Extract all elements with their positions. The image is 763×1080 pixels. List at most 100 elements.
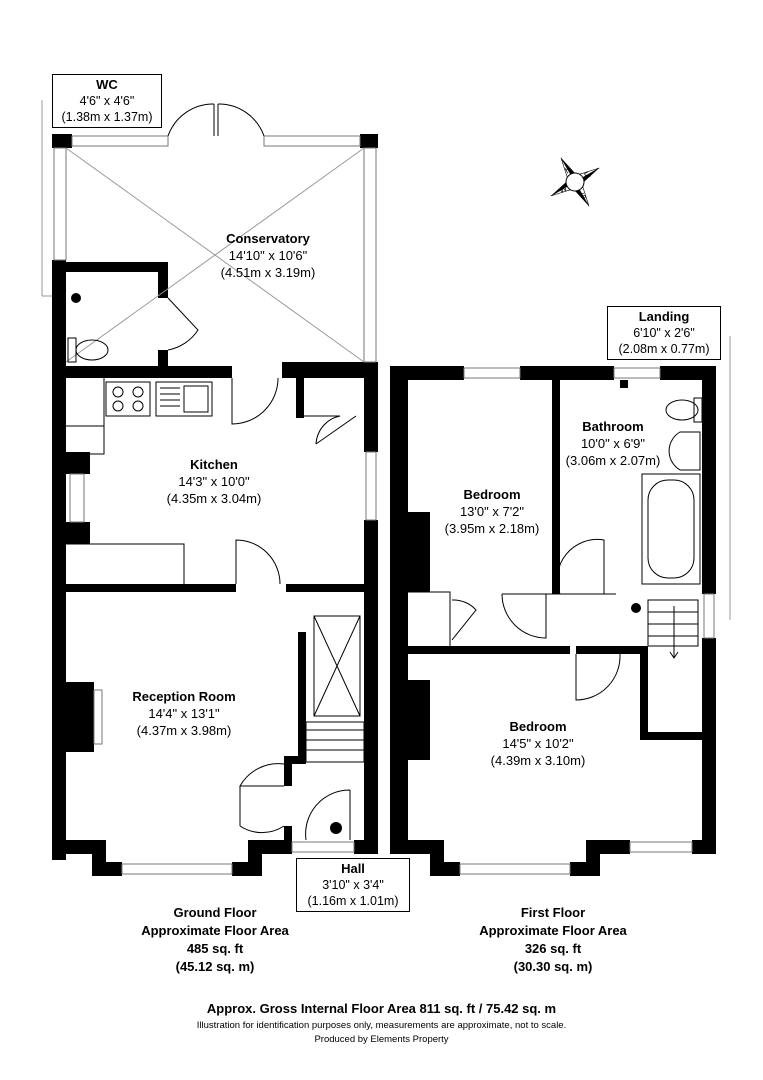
- room-size-metric: (2.08m x 0.77m): [618, 342, 710, 356]
- wall-left: [52, 260, 66, 860]
- room-name: Reception Room: [132, 689, 236, 704]
- floor-subtitle: Approximate Floor Area: [141, 923, 289, 938]
- wall-right: [364, 520, 378, 850]
- kitchen-counter: [66, 425, 105, 455]
- compass-east: E: [583, 170, 592, 180]
- window: [629, 841, 693, 853]
- window: [365, 451, 377, 521]
- ground-floor-glazing: [53, 135, 377, 875]
- room-name: Bedroom: [463, 487, 521, 502]
- wall-segment: [576, 646, 648, 654]
- door-swing: [231, 377, 279, 425]
- wall-segment: [298, 632, 306, 762]
- wall-left: [390, 366, 408, 852]
- wall-segment: [158, 350, 168, 378]
- wall-segment: [92, 862, 122, 876]
- room-size-imperial: 14'4" x 13'1": [148, 706, 220, 721]
- window: [613, 367, 661, 379]
- room-label-hall: Hall 3'10" x 3'4" (1.16m x 1.01m): [296, 858, 410, 912]
- room-size-metric: (4.37m x 3.98m): [136, 723, 232, 738]
- wall-segment: [282, 362, 378, 378]
- wall-segment: [52, 134, 72, 148]
- door-swing: [235, 539, 281, 585]
- wall-right: [364, 362, 378, 452]
- compass-north: N: [563, 165, 573, 176]
- floor-title: Ground Floor: [173, 905, 257, 920]
- ground-floor-area: Ground Floor Approximate Floor Area 485 …: [115, 904, 315, 976]
- fireplace: [69, 473, 85, 523]
- room-size-metric: (4.39m x 3.10m): [490, 753, 586, 768]
- room-label-landing: Landing 6'10" x 2'6" (2.08m x 0.77m): [607, 306, 721, 360]
- window: [291, 841, 355, 853]
- landing-light-icon: [631, 603, 641, 613]
- chimney-breast: [406, 512, 430, 592]
- chimney-breast: [66, 682, 94, 752]
- room-size-metric: (4.51m x 3.19m): [220, 265, 316, 280]
- room-name: WC: [96, 77, 118, 92]
- compass-rose-icon: N E S W: [550, 157, 600, 207]
- wall-segment: [66, 366, 226, 378]
- wall-segment: [284, 756, 292, 786]
- window: [459, 863, 571, 875]
- room-name: Kitchen: [190, 457, 238, 472]
- wall-segment: [296, 378, 304, 418]
- cupboard: [408, 591, 451, 646]
- wall-segment: [390, 366, 464, 380]
- window: [463, 367, 521, 379]
- chimney-breast: [66, 522, 90, 544]
- wall-right: [702, 638, 716, 852]
- door-swing: [575, 653, 621, 701]
- bath-icon: [641, 473, 701, 585]
- stairs: [647, 599, 699, 647]
- wall-segment: [284, 756, 306, 764]
- basin-icon: [668, 431, 701, 471]
- floor-subtitle: Approximate Floor Area: [479, 923, 627, 938]
- understairs-cupboard: [313, 615, 361, 717]
- room-label-kitchen: Kitchen 14'3" x 10'0" (4.35m x 3.04m): [114, 456, 314, 507]
- door-swing: [217, 103, 265, 137]
- first-floor-plan: [390, 366, 716, 876]
- room-size-imperial: 6'10" x 2'6": [633, 326, 695, 340]
- hob-icon: [105, 381, 151, 417]
- wall-segment: [430, 862, 460, 876]
- door-swing: [304, 415, 341, 445]
- compass-south: S: [579, 191, 588, 201]
- door-swing: [501, 593, 560, 639]
- disclaimer-text: Illustration for identification purposes…: [196, 1020, 567, 1031]
- wall-segment: [248, 840, 292, 854]
- room-name: Conservatory: [226, 231, 310, 246]
- door-swing: [305, 789, 351, 841]
- room-size-metric: (1.38m x 1.37m): [61, 110, 153, 124]
- wc-basin-icon: [71, 293, 81, 303]
- wall-segment: [390, 840, 442, 854]
- chimney-breast: [66, 452, 90, 474]
- wall-segment: [640, 646, 648, 738]
- floor-area-sqm: (45.12 sq. m): [175, 959, 255, 974]
- wall-segment: [158, 262, 168, 298]
- stair-start-icon: [330, 822, 342, 834]
- room-size-imperial: 14'10" x 10'6": [228, 248, 308, 263]
- room-size-metric: (1.16m x 1.01m): [307, 894, 399, 908]
- wall-right: [702, 366, 716, 594]
- wall-segment: [66, 262, 162, 272]
- window: [703, 593, 715, 639]
- room-size-imperial: 3'10" x 3'4": [322, 878, 384, 892]
- glazed-roof-line: [65, 147, 365, 363]
- room-size-metric: (4.35m x 3.04m): [166, 491, 262, 506]
- floor-area-sqm: (30.30 sq. m): [513, 959, 593, 974]
- producer-credit: Produced by Elements Property: [314, 1034, 449, 1045]
- gross-floor-area: Approx. Gross Internal Floor Area 811 sq…: [206, 1001, 557, 1016]
- floor-area-sqft: 326 sq. ft: [524, 941, 582, 956]
- first-floor-fittings: [408, 367, 715, 875]
- room-label-wc: WC 4'6" x 4'6" (1.38m x 1.37m): [52, 74, 162, 128]
- wall-segment: [286, 584, 368, 592]
- wall-segment: [354, 840, 378, 854]
- room-label-bedroom-2: Bedroom 14'5" x 10'2" (4.39m x 3.10m): [458, 718, 618, 769]
- room-size-imperial: 4'6" x 4'6": [79, 94, 135, 108]
- toilet-icon: [665, 399, 699, 421]
- room-name: Hall: [341, 861, 365, 876]
- fireplace: [93, 689, 103, 745]
- door-swing: [451, 599, 477, 641]
- room-name: Bathroom: [582, 419, 644, 434]
